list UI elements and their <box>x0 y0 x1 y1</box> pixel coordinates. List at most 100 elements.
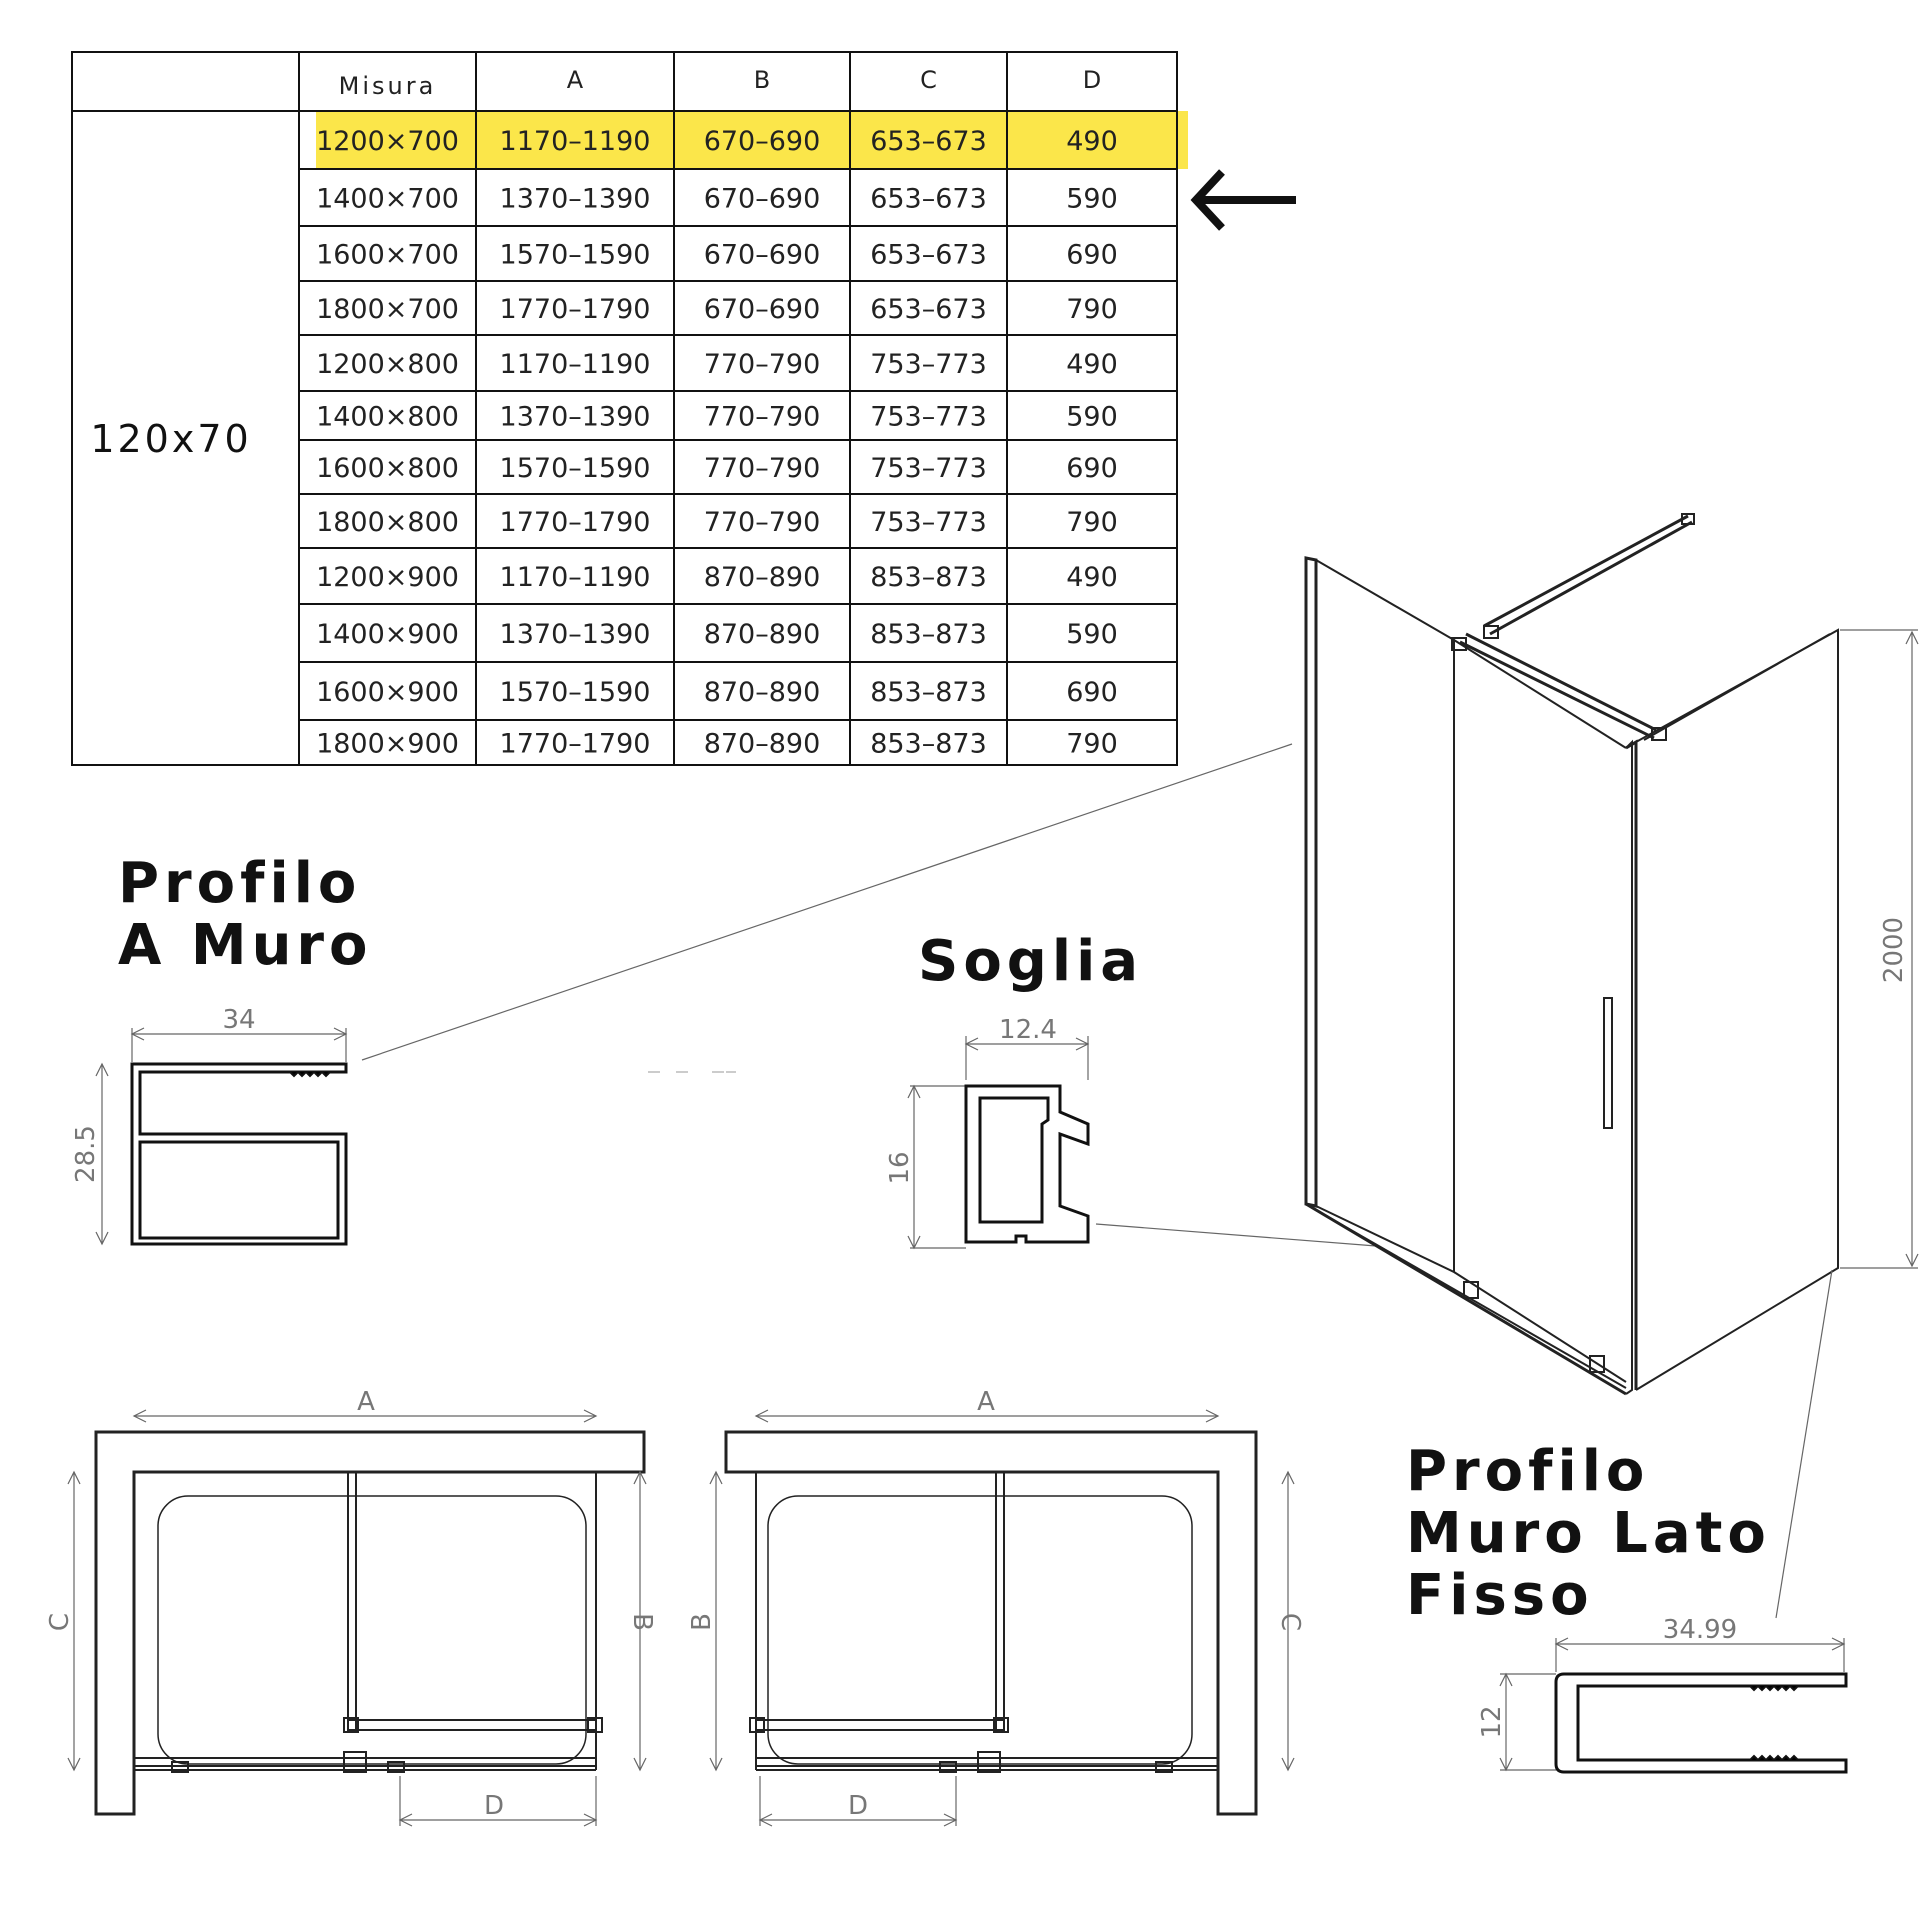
table-cell: 590 <box>1066 402 1118 433</box>
profilo-a-muro-title-line1: Profilo <box>118 851 361 916</box>
table-cell: 770–790 <box>704 402 821 433</box>
table-cell: 1370–1390 <box>500 402 651 433</box>
profilo-a-muro-shape <box>130 1062 348 1246</box>
table-cell: 753–773 <box>870 453 987 484</box>
table-cell: 490 <box>1066 349 1118 380</box>
table-cell: 770–790 <box>704 349 821 380</box>
table-cell: 870–890 <box>704 677 821 708</box>
table-cell: 1570–1590 <box>500 677 651 708</box>
table-cell: 1800×800 <box>316 507 459 538</box>
profilo-lato-fisso-section: Profilo Muro Lato Fisso 34.99 12 <box>1406 1439 1848 1774</box>
table-cell: 1370–1390 <box>500 184 651 215</box>
table-cell: 1370–1390 <box>500 619 651 650</box>
profilo-lato-fisso-title-line2: Muro Lato <box>1406 1501 1771 1566</box>
plan-left-dim-d: D <box>484 1791 504 1821</box>
table-cell: 1170–1190 <box>500 126 651 157</box>
soglia-height-dim: 16 <box>885 1151 915 1184</box>
table-border <box>71 51 1178 766</box>
table-cell: 590 <box>1066 184 1118 215</box>
profilo-a-muro-title-line2: A Muro <box>118 913 373 978</box>
table-cell: 870–890 <box>704 562 821 593</box>
table-cell: 1170–1190 <box>500 349 651 380</box>
table-cell: 1200×900 <box>316 562 459 593</box>
table-cell: 1170–1190 <box>500 562 651 593</box>
table-cell: 1770–1790 <box>500 294 651 325</box>
table-cell: 490 <box>1066 562 1118 593</box>
plan-left-dim-a: A <box>357 1387 375 1417</box>
table-cell: 853–873 <box>870 562 987 593</box>
table-cell: 853–873 <box>870 619 987 650</box>
table-cell: 1200×700 <box>316 126 459 157</box>
table-cell: 1400×700 <box>316 184 459 215</box>
glass-and-profile <box>749 1472 1218 1773</box>
plan-left-dim-b: B <box>627 1613 657 1631</box>
plan-right-dim-c: C <box>1275 1613 1305 1631</box>
glass-and-profile <box>134 1472 603 1773</box>
table-cell: 670–690 <box>704 240 821 271</box>
table-cell: 1200×800 <box>316 349 459 380</box>
door-panel <box>1304 556 1627 1396</box>
stabilizer-bar <box>1451 513 1695 741</box>
table-cell: 1800×700 <box>316 294 459 325</box>
table-cell: 753–773 <box>870 402 987 433</box>
table-cell: 1770–1790 <box>500 729 651 760</box>
table-cell: 770–790 <box>704 507 821 538</box>
table-cell: 1770–1790 <box>500 507 651 538</box>
table-cell: 1800×900 <box>316 729 459 760</box>
table-cell: 1570–1590 <box>500 453 651 484</box>
table-cell: 753–773 <box>870 507 987 538</box>
profilo-lato-fisso-height-dim: 12 <box>1477 1705 1507 1738</box>
soglia-shape <box>964 1084 1090 1244</box>
floor-plan-left: A C B D <box>45 1387 657 1827</box>
table-cell: 1600×800 <box>316 453 459 484</box>
table-cell: 690 <box>1066 453 1118 484</box>
table-header-cell: D <box>1083 66 1101 94</box>
door-rollers <box>1463 1281 1605 1373</box>
table-cell: 670–690 <box>704 184 821 215</box>
arrow-left-icon <box>1190 169 1296 231</box>
table-cell: 1600×700 <box>316 240 459 271</box>
shower-enclosure-view: 2000 <box>1304 513 1919 1619</box>
plan-left-dim-c: C <box>45 1613 75 1631</box>
table-cell: 853–873 <box>870 677 987 708</box>
profilo-a-muro-width-dim: 34 <box>222 1005 255 1035</box>
table-cell: 653–673 <box>870 126 987 157</box>
table-cell: 870–890 <box>704 619 821 650</box>
table-header-cell: Misura <box>339 72 437 100</box>
table-cell: 490 <box>1066 126 1118 157</box>
profilo-lato-fisso-shape <box>1554 1672 1848 1774</box>
table-cell: 690 <box>1066 240 1118 271</box>
profilo-a-muro-height-dim: 28.5 <box>71 1125 101 1183</box>
table-cell: 653–673 <box>870 184 987 215</box>
table-body: 1200×700 1170–1190 670–690 653–673 490 1400×7… <box>316 126 1118 760</box>
table-cell: 1400×800 <box>316 402 459 433</box>
profilo-a-muro-section: Profilo A Muro 34 28.5 <box>71 743 1293 1246</box>
table-cell: 590 <box>1066 619 1118 650</box>
table-header-cell: B <box>754 66 770 94</box>
table-cell: 690 <box>1066 677 1118 708</box>
table-cell: 790 <box>1066 507 1118 538</box>
table-cell: 653–673 <box>870 294 987 325</box>
soglia-section: Soglia 12.4 16 <box>885 929 1377 1250</box>
table-cell: 770–790 <box>704 453 821 484</box>
table-cell: 670–690 <box>704 126 821 157</box>
table-cell: 853–873 <box>870 729 987 760</box>
table-cell: 870–890 <box>704 729 821 760</box>
table-cell: 653–673 <box>870 240 987 271</box>
highlighted-row-background <box>316 111 1188 169</box>
size-group-label: 120x70 <box>90 417 251 461</box>
shower-height-dim: 2000 <box>1879 917 1909 983</box>
table-cell: 1570–1590 <box>500 240 651 271</box>
table-cell: 1400×900 <box>316 619 459 650</box>
soglia-title: Soglia <box>918 929 1143 994</box>
table-grid <box>71 51 1178 766</box>
fixed-side-panel <box>1625 628 1839 1395</box>
table-cell: 790 <box>1066 729 1118 760</box>
profilo-lato-fisso-title-line1: Profilo <box>1406 1439 1649 1504</box>
soglia-width-dim: 12.4 <box>999 1015 1057 1045</box>
profilo-lato-fisso-title-line3: Fisso <box>1406 1563 1594 1628</box>
plan-right-dim-a: A <box>977 1387 995 1417</box>
